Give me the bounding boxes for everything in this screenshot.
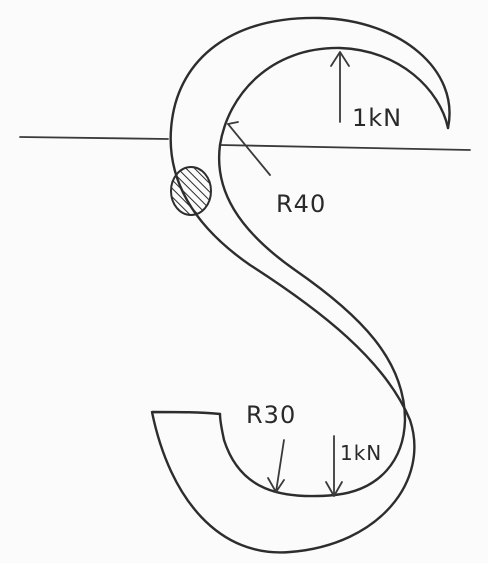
top-radius-label: R40 [276,190,326,218]
reference-line-right [219,144,471,151]
top-radius-leader [227,123,271,176]
reference-line-left [19,136,169,140]
top-load-label: 1kN [352,104,402,132]
hook-inner-outline [217,46,450,498]
bottom-load-arrow-head [325,481,343,497]
cross-section-hatched [170,166,212,216]
bottom-radius-leader [275,439,285,493]
bottom-radius-label: R30 [246,401,296,429]
hook-outer-outline [150,16,451,554]
top-radius-tick [227,121,239,125]
top-load-arrow-head [330,51,350,67]
bottom-load-label: 1kN [340,441,382,465]
bottom-radius-arrow-head [267,477,285,493]
